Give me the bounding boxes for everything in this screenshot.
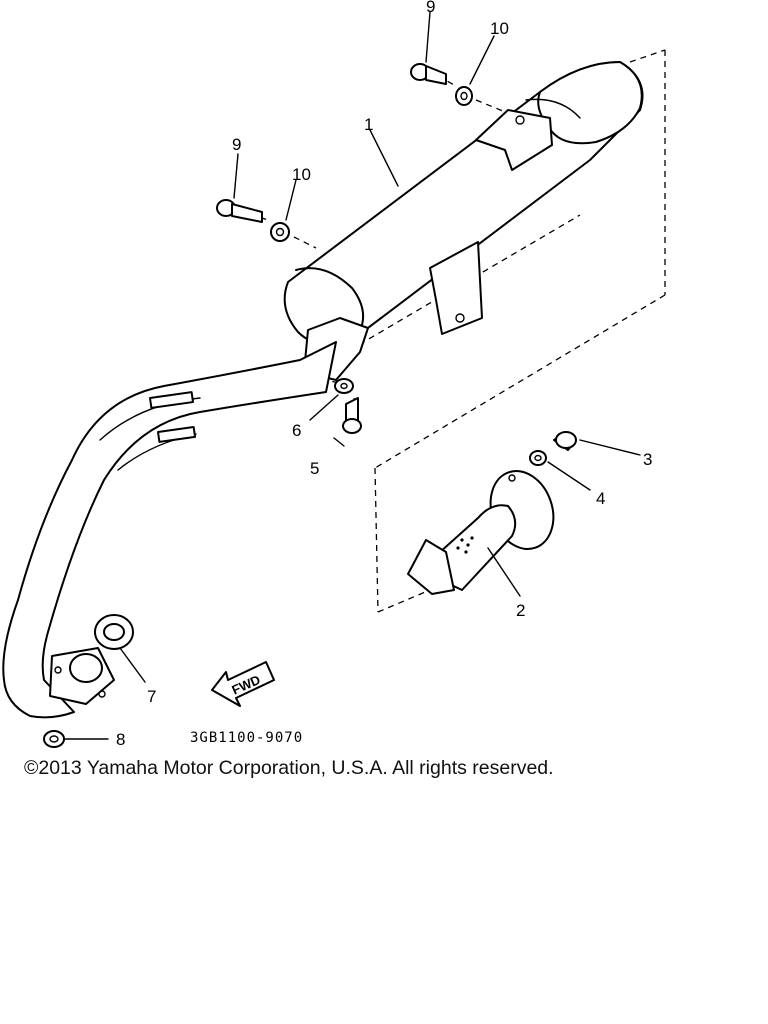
callout-5: 5 <box>310 459 319 478</box>
pipe-bolt <box>342 397 362 434</box>
callout-10-lower: 10 <box>292 165 311 184</box>
pipe-washer <box>334 378 354 394</box>
callout-7: 7 <box>147 687 156 706</box>
callout-9-lower: 9 <box>232 135 241 154</box>
arrester-washer <box>529 450 547 466</box>
muffler-washer-lower <box>270 222 290 242</box>
muffler-washer-upper <box>455 86 473 106</box>
arrester-screw <box>553 431 577 451</box>
callout-1: 1 <box>364 115 373 134</box>
callout-3: 3 <box>643 450 652 469</box>
callout-10-upper: 10 <box>490 19 509 38</box>
callout-9-upper: 9 <box>426 0 435 16</box>
callout-4: 4 <box>596 489 605 508</box>
forward-arrow: FWD <box>211 661 275 707</box>
callout-2: 2 <box>516 601 525 620</box>
callout-6: 6 <box>292 421 301 440</box>
leader-lines <box>63 11 641 740</box>
spark-arrester <box>407 470 555 595</box>
muffler-bolt-lower <box>216 199 263 223</box>
muffler-bolt-upper <box>410 63 447 85</box>
exhaust-gasket <box>94 614 134 650</box>
exhaust-pipe <box>2 341 337 719</box>
copyright-notice: ©2013 Yamaha Motor Corporation, U.S.A. A… <box>24 757 554 779</box>
exhaust-exploded-diagram: FWD 3GB1100-9070 1 2 3 4 5 6 7 8 9 9 10 … <box>2 0 666 749</box>
flange-nut <box>43 730 65 748</box>
callout-8: 8 <box>116 730 125 749</box>
muffler <box>283 61 644 381</box>
part-code: 3GB1100-9070 <box>190 730 303 746</box>
